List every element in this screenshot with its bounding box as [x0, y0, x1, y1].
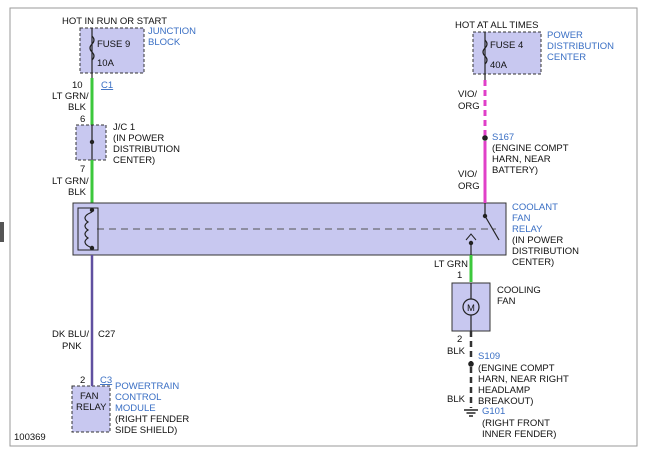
jc1-label-1: J/C 1: [113, 122, 135, 133]
relay-coil-frame: [77, 207, 99, 251]
fan-motor-icon: [462, 298, 480, 316]
fuse-9-amp: 10A: [97, 58, 115, 69]
pin-2-left: 2: [80, 375, 85, 386]
wire2-label-1: LT GRN/: [52, 176, 89, 187]
diagram-id: 100369: [14, 432, 46, 443]
splice-s109: [468, 361, 474, 367]
pcm-label-1: POWERTRAIN: [115, 381, 179, 392]
s167-loc-2: HARN, NEAR: [492, 154, 551, 165]
blk1-label: BLK: [447, 346, 466, 357]
coil-terminal-top: [89, 207, 95, 213]
fan-label-1: COOLING: [497, 285, 541, 296]
wire2-label-2: BLK: [68, 187, 87, 198]
wire3-label-1: DK BLU/: [52, 329, 89, 340]
s109-loc-2: HARN, NEAR RIGHT: [478, 374, 569, 385]
fan-label-2: FAN: [497, 296, 516, 307]
pin-10: 10: [72, 80, 83, 91]
relay-loc-1: (IN POWER: [512, 235, 563, 246]
fuse-4-label: FUSE 4: [490, 40, 523, 51]
relay-label-1: COOLANT: [512, 202, 558, 213]
wire1-label-2: BLK: [68, 102, 87, 113]
relay-loc-3: CENTER): [512, 257, 554, 268]
pcm-loc-2: SIDE SHIELD): [115, 425, 177, 436]
relay-coil: [84, 213, 90, 247]
left-header: HOT IN RUN OR START: [62, 16, 167, 27]
vio-org-2-label-1: VIO/: [458, 169, 477, 180]
connector-c27: C27: [98, 329, 115, 340]
pcm-box: [71, 385, 111, 433]
jc1-label-3: DISTRIBUTION: [113, 144, 180, 155]
fuse-4-symbol: [482, 39, 488, 65]
s167-loc-1: (ENGINE COMPT: [492, 143, 569, 154]
motor-letter: M: [467, 303, 475, 314]
vio-org-1-label-1: VIO/: [458, 89, 477, 100]
pdc-label-1: POWER: [547, 30, 583, 41]
edge-marker: [0, 222, 4, 242]
switch-contact-arrow: [465, 233, 477, 241]
pdc-label-2: DISTRIBUTION: [547, 41, 614, 52]
pin-7: 7: [80, 164, 85, 175]
coil-lead-bottom: [87, 245, 93, 249]
fuse-9-label: FUSE 9: [97, 39, 130, 50]
fuse-9-symbol: [89, 35, 95, 61]
switch-contact: [468, 240, 474, 246]
pin-6: 6: [80, 114, 85, 125]
s167-label: S167: [492, 132, 514, 143]
right-header: HOT AT ALL TIMES: [455, 20, 538, 31]
fan-relay-label-2: RELAY: [76, 402, 107, 413]
g101-label: G101: [482, 406, 505, 417]
jc1-label-2: (IN POWER: [113, 133, 164, 144]
junction-block-label-2: BLOCK: [148, 37, 181, 48]
pin-1: 1: [457, 270, 462, 281]
wire3-label-2: PNK: [62, 341, 82, 352]
fuse-4-box: [472, 31, 542, 75]
blk2-label: BLK: [447, 394, 466, 405]
wire1-label-1: LT GRN/: [52, 91, 89, 102]
g101-loc-2: INNER FENDER): [482, 429, 556, 440]
pcm-label-2: CONTROL: [115, 392, 161, 403]
relay-loc-2: DISTRIBUTION: [512, 246, 579, 257]
vio-org-1-label-2: ORG: [458, 101, 480, 112]
jc1-splice: [89, 139, 95, 145]
s109-loc-3: HEADLAMP: [478, 385, 530, 396]
junction-block-label-1: JUNCTION: [148, 26, 196, 37]
g101-loc-1: (RIGHT FRONT: [482, 418, 550, 429]
pcm-loc-1: (RIGHT FENDER: [115, 414, 189, 425]
pdc-label-3: CENTER: [547, 52, 586, 63]
pcm-label-3: MODULE: [115, 403, 156, 414]
vio-org-2-label-2: ORG: [458, 181, 480, 192]
splice-s167: [482, 135, 488, 141]
s109-label: S109: [478, 351, 500, 362]
fuse-4-amp: 40A: [490, 60, 508, 71]
s109-loc-4: BREAKOUT): [478, 396, 533, 407]
jc1-label-4: CENTER): [113, 155, 155, 166]
s167-loc-3: BATTERY): [492, 165, 538, 176]
fan-relay-label-1: FAN: [80, 391, 99, 402]
lt-grn-label: LT GRN: [434, 259, 468, 270]
s109-loc-1: (ENGINE COMPT: [478, 363, 555, 374]
relay-switch-arm: [484, 215, 500, 241]
relay-label-3: RELAY: [512, 224, 543, 235]
connector-c3: C3: [100, 375, 112, 386]
coil-lead-top: [87, 211, 93, 215]
relay-label-2: FAN: [512, 213, 531, 224]
jc1-box: [75, 124, 107, 161]
pin-2-right: 2: [457, 334, 462, 345]
frame: [9, 7, 638, 447]
connector-c1: C1: [101, 80, 113, 91]
